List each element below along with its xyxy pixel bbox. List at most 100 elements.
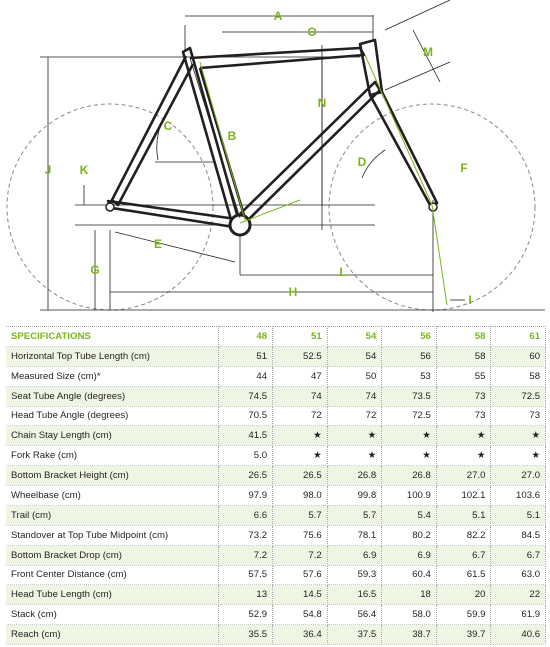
table-cell: 73 xyxy=(436,386,492,407)
geometry-diagram: A O M N B C D F J K E G L H I xyxy=(6,0,545,312)
row-label: Bottom Bracket Height (cm) xyxy=(6,465,219,486)
table-cell: 57.5 xyxy=(218,565,274,586)
table-cell: 7.2 xyxy=(218,545,274,566)
label-c: C xyxy=(164,119,173,133)
table-cell: 56 xyxy=(381,346,437,367)
table-cell: 73.5 xyxy=(381,386,437,407)
table-cell: 54 xyxy=(327,346,383,367)
table-cell: 5.1 xyxy=(490,505,547,526)
table-cell: 14.5 xyxy=(272,584,328,606)
dimension-arrows xyxy=(47,15,465,310)
table-cell: 16.5 xyxy=(327,584,383,606)
table-cell: 52.9 xyxy=(218,604,274,626)
table-cell: 5.4 xyxy=(381,505,437,526)
table-cell: 41.5 xyxy=(218,425,274,447)
table-cell: 60.4 xyxy=(381,565,437,586)
table-cell: 58.0 xyxy=(381,604,437,626)
specifications-table: SPECIFICATIONS 48 51 54 56 58 61 Horizon… xyxy=(6,326,547,645)
table-cell: 99.8 xyxy=(327,485,383,506)
row-label: Bottom Bracket Drop (cm) xyxy=(6,545,219,566)
row-label: Horizontal Top Tube Length (cm) xyxy=(6,346,219,367)
table-cell: 55 xyxy=(436,366,492,387)
table-cell: 59.3 xyxy=(327,565,383,586)
table-cell: 27.0 xyxy=(436,465,492,486)
header-size-61: 61 xyxy=(490,326,547,347)
label-e: E xyxy=(154,237,162,251)
table-cell: 35.5 xyxy=(218,624,274,645)
bike-frame xyxy=(106,38,439,232)
table-cell: 53 xyxy=(381,366,437,387)
table-cell: 5.0 xyxy=(218,445,274,467)
table-cell: 61.9 xyxy=(490,604,547,626)
row-label: Head Tube Length (cm) xyxy=(6,584,219,606)
label-j: J xyxy=(45,163,52,177)
table-cell: 18 xyxy=(381,584,437,606)
table-cell: 5.7 xyxy=(327,505,383,526)
table-cell: 7.2 xyxy=(272,545,328,566)
row-label: Wheelbase (cm) xyxy=(6,485,219,506)
table-cell: 27.0 xyxy=(490,465,547,486)
table-cell: ★ xyxy=(272,445,328,467)
table-cell: 20 xyxy=(436,584,492,606)
table-cell: 73 xyxy=(490,406,547,427)
table-cell: 26.5 xyxy=(272,465,328,486)
dimension-lines xyxy=(199,54,448,306)
row-label: Reach (cm) xyxy=(6,624,219,645)
rear-axle xyxy=(105,202,115,212)
table-cell: 74 xyxy=(327,386,383,407)
table-cell: 38.7 xyxy=(381,624,437,645)
label-i: I xyxy=(468,293,471,307)
table-cell: 52.5 xyxy=(272,346,328,367)
table-cell: 100.9 xyxy=(381,485,437,506)
label-d: D xyxy=(358,155,367,169)
table-cell: 40.6 xyxy=(490,624,547,645)
table-cell: ★ xyxy=(436,445,492,467)
table-cell: 72.5 xyxy=(381,406,437,427)
table-cell: ★ xyxy=(327,425,383,447)
table-cell: ★ xyxy=(327,445,383,467)
table-cell: 56.4 xyxy=(327,604,383,626)
table-cell: 36.4 xyxy=(272,624,328,645)
table-cell: 47 xyxy=(272,366,328,387)
row-label: Trail (cm) xyxy=(6,505,219,526)
header-size-48: 48 xyxy=(218,326,274,347)
row-label: Seat Tube Angle (degrees) xyxy=(6,386,219,407)
row-label: Standover at Top Tube Midpoint (cm) xyxy=(6,525,219,546)
table-cell: 84.5 xyxy=(490,525,547,546)
table-cell: 82.2 xyxy=(436,525,492,546)
table-cell: 58 xyxy=(436,346,492,367)
table-cell: 58 xyxy=(490,366,547,387)
table-cell: 26.8 xyxy=(381,465,437,486)
table-cell: 97.9 xyxy=(218,485,274,506)
table-cell: 37.5 xyxy=(327,624,383,645)
table-cell: 72 xyxy=(327,406,383,427)
table-row: Fork Rake (cm)5.0★★★★★ xyxy=(6,445,547,467)
table-cell: 72 xyxy=(272,406,328,427)
label-n: N xyxy=(318,96,327,110)
header-size-51: 51 xyxy=(272,326,328,347)
label-g: G xyxy=(90,263,99,277)
table-cell: 74 xyxy=(272,386,328,407)
row-label: Fork Rake (cm) xyxy=(6,445,219,467)
row-label: Stack (cm) xyxy=(6,604,219,626)
table-cell: ★ xyxy=(381,445,437,467)
label-h: H xyxy=(289,285,298,299)
table-cell: 78.1 xyxy=(327,525,383,546)
table-cell: 63.0 xyxy=(490,565,547,586)
row-label: Front Center Distance (cm) xyxy=(6,565,219,586)
table-cell: 5.7 xyxy=(272,505,328,526)
table-cell: 73 xyxy=(436,406,492,427)
table-cell: ★ xyxy=(490,425,547,447)
row-label: Chain Stay Length (cm) xyxy=(6,425,219,447)
table-cell: 54.8 xyxy=(272,604,328,626)
